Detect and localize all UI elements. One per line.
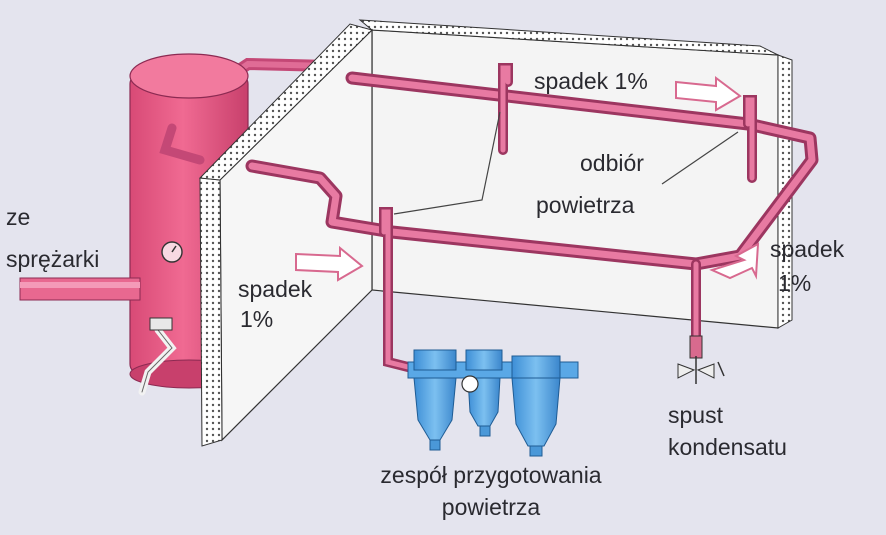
back-wall xyxy=(358,19,793,329)
label-prep-unit-line2: powietrza xyxy=(441,494,541,520)
regulator-gauge-icon xyxy=(461,375,479,393)
label-compressor-line2: sprężarki xyxy=(6,246,100,272)
slope-arrow-top-icon xyxy=(675,76,742,112)
compressor-inlet-pipe xyxy=(19,277,141,301)
front-wall xyxy=(198,23,373,447)
slope-arrow-left-icon xyxy=(295,245,364,282)
label-compressor-line1: ze xyxy=(6,204,31,230)
label-drain-line1: spust xyxy=(668,402,723,428)
label-prep-unit-line1: zespół przygotowania xyxy=(380,462,602,488)
label-air-takeoff-line2: powietrza xyxy=(536,192,635,218)
branch-pipes xyxy=(379,63,757,373)
condensate-drain-valve-icon xyxy=(677,335,725,384)
label-drain-line2: kondensatu xyxy=(668,434,787,460)
label-slope-left-line1: spadek xyxy=(238,276,313,302)
label-slope-left-line2: 1% xyxy=(240,306,274,332)
drain-valve-icon xyxy=(149,317,173,331)
label-air-takeoff-line1: odbiór xyxy=(580,150,644,176)
label-slope-right-line2: 1% xyxy=(778,270,812,296)
label-slope-right-line1: spadek xyxy=(770,236,845,262)
label-slope-top: spadek 1% xyxy=(534,68,648,94)
leader-lines xyxy=(393,111,739,215)
air-preparation-unit xyxy=(407,349,579,457)
slope-arrow-right-icon xyxy=(709,242,760,280)
